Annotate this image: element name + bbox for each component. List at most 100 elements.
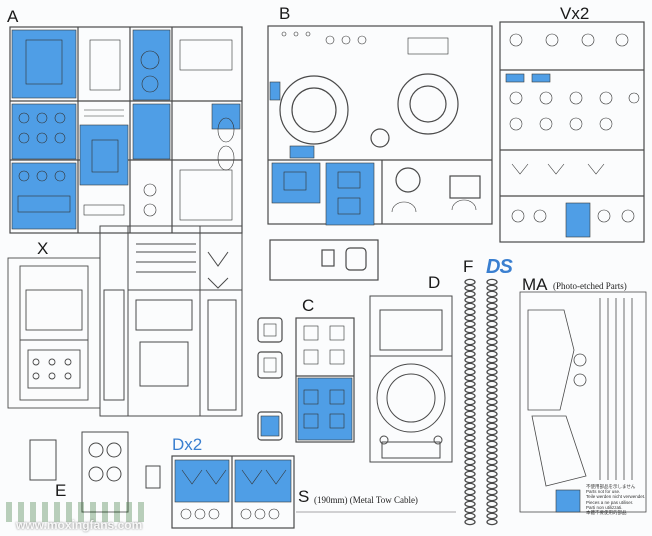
track-link bbox=[486, 422, 498, 430]
track-link bbox=[486, 500, 498, 508]
track-link bbox=[486, 356, 498, 364]
track-link bbox=[464, 506, 476, 514]
track-link bbox=[486, 446, 498, 454]
track-link bbox=[486, 392, 498, 400]
sprue-label-ma: MA bbox=[522, 275, 548, 294]
sprue-ma-fret bbox=[519, 291, 647, 513]
track-link bbox=[464, 428, 476, 436]
track-link bbox=[464, 410, 476, 418]
track-link bbox=[486, 386, 498, 394]
track-link bbox=[464, 440, 476, 448]
track-link bbox=[486, 314, 498, 322]
sprue-vx2-part-outlines bbox=[509, 33, 640, 223]
track-link bbox=[486, 332, 498, 340]
sprue-e bbox=[29, 431, 161, 513]
track-link bbox=[464, 278, 476, 286]
track-link bbox=[464, 482, 476, 490]
track-link bbox=[486, 458, 498, 466]
track-link bbox=[486, 290, 498, 298]
track-link bbox=[464, 494, 476, 502]
sprue-label-d: D bbox=[428, 273, 441, 292]
track-link bbox=[464, 512, 476, 520]
track-link bbox=[464, 326, 476, 334]
track-link bbox=[486, 308, 498, 316]
track-link bbox=[486, 296, 498, 304]
track-link bbox=[464, 416, 476, 424]
track-link bbox=[486, 362, 498, 370]
sprue-hull-parts bbox=[99, 225, 243, 417]
legend-line: 不使用部品を示しません bbox=[586, 484, 636, 489]
track-link bbox=[464, 422, 476, 430]
track-link bbox=[486, 368, 498, 376]
sprue-dx2-unused-parts bbox=[174, 459, 292, 503]
track-link bbox=[464, 470, 476, 478]
sprue-b-frame bbox=[267, 25, 493, 281]
sprue-b-unused-parts bbox=[269, 81, 375, 226]
track-link bbox=[464, 458, 476, 466]
sprue-c-unused-parts bbox=[260, 377, 353, 441]
sprue-a-part-outlines bbox=[17, 39, 235, 221]
sprue-label-b: B bbox=[279, 4, 291, 23]
track-link bbox=[486, 398, 498, 406]
sprue-label-x: X bbox=[37, 239, 49, 258]
sprue-d bbox=[369, 295, 453, 463]
sprue-label-f: F bbox=[463, 257, 474, 276]
sprue-vx2-unused-parts bbox=[505, 73, 591, 238]
legend-line: Parts not for use. bbox=[586, 489, 621, 495]
track-link bbox=[464, 386, 476, 394]
sprue-label-a: A bbox=[7, 7, 19, 26]
legend-line: 本體不要使用的部品 bbox=[586, 510, 627, 516]
sprue-x bbox=[7, 257, 101, 409]
track-link bbox=[486, 416, 498, 424]
track-link bbox=[464, 320, 476, 328]
sprue-f-tracks bbox=[464, 278, 498, 526]
track-link bbox=[486, 512, 498, 520]
track-link bbox=[464, 392, 476, 400]
sprue-c-part-outlines bbox=[263, 323, 345, 429]
track-link bbox=[464, 452, 476, 460]
track-link bbox=[486, 440, 498, 448]
track-link bbox=[486, 452, 498, 460]
track-link bbox=[486, 434, 498, 442]
sprue-ma-note: (Photo-etched Parts) bbox=[553, 281, 627, 291]
track-link bbox=[486, 320, 498, 328]
sprue-label-vx2: Vx2 bbox=[560, 4, 590, 23]
track-link bbox=[464, 434, 476, 442]
sprue-label-c: C bbox=[302, 296, 315, 315]
track-link bbox=[486, 404, 498, 412]
sprue-dx2-frame bbox=[171, 455, 295, 529]
track-link bbox=[464, 404, 476, 412]
track-link bbox=[486, 350, 498, 358]
sprue-label-e: E bbox=[55, 481, 67, 500]
sprue-s-note: (190mm) (Metal Tow Cable) bbox=[314, 495, 418, 505]
sprue-b-part-outlines bbox=[281, 31, 477, 215]
track-link bbox=[464, 380, 476, 388]
sprue-c bbox=[257, 317, 355, 443]
track-link bbox=[464, 296, 476, 304]
track-link bbox=[464, 332, 476, 340]
sprue-label-s: S bbox=[298, 487, 310, 506]
track-link bbox=[486, 506, 498, 514]
track-link bbox=[464, 350, 476, 358]
track-link bbox=[464, 338, 476, 346]
track-link bbox=[486, 518, 498, 526]
track-link bbox=[464, 362, 476, 370]
track-link bbox=[486, 488, 498, 496]
mosaic-logo-icon bbox=[6, 502, 146, 522]
track-link bbox=[486, 284, 498, 292]
sprue-a-unused-parts bbox=[11, 29, 241, 230]
track-link bbox=[464, 488, 476, 496]
track-link bbox=[464, 500, 476, 508]
track-link bbox=[486, 338, 498, 346]
ds-logo-icon: DS bbox=[486, 256, 513, 278]
track-link bbox=[486, 410, 498, 418]
sprue-vx2-frame bbox=[499, 21, 645, 243]
track-link bbox=[486, 380, 498, 388]
track-link bbox=[464, 464, 476, 472]
track-link bbox=[464, 314, 476, 322]
sprue-dx2-part-outlines bbox=[180, 469, 287, 520]
track-link bbox=[486, 482, 498, 490]
track-link bbox=[464, 302, 476, 310]
track-link bbox=[486, 494, 498, 502]
